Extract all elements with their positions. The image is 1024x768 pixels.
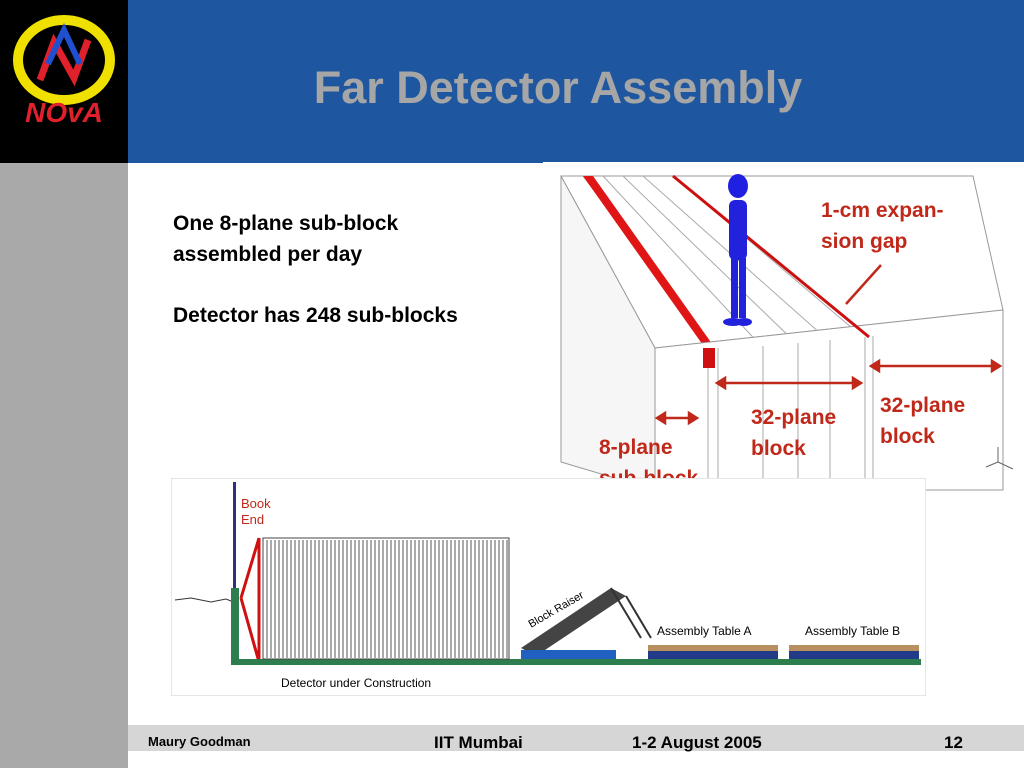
footer-venue: IIT Mumbai	[434, 733, 523, 752]
book-end-label-1: Book	[241, 496, 271, 511]
bullet-item: Detector has 248 sub-blocks	[173, 304, 458, 327]
mid-block-label: 32-plane block	[751, 402, 836, 464]
table-b-label: Assembly Table B	[805, 624, 900, 638]
table-a-label: Assembly Table A	[657, 624, 752, 638]
gap-label-line: sion gap	[821, 230, 908, 253]
logo-v-icon	[45, 22, 83, 66]
gap-label-line: 1-cm expan-	[821, 199, 944, 222]
book-end-frame	[239, 537, 261, 663]
label-line: 32-plane	[880, 394, 966, 417]
page-number: 12	[944, 733, 963, 752]
footer-bar	[128, 725, 1024, 751]
detector-figure	[543, 162, 1024, 497]
slide-title: Far Detector Assembly	[313, 62, 803, 113]
label-line: block	[880, 425, 935, 448]
construction-caption: Detector under Construction	[281, 676, 431, 690]
nova-logo: NOvA	[0, 0, 128, 163]
assembly-table-b: Assembly Table B	[789, 624, 919, 659]
person-icon	[723, 174, 752, 326]
expansion-gap-line	[672, 174, 870, 339]
bullet-item: One 8-plane sub-block assembled per day	[173, 212, 399, 266]
logo-ring-icon	[13, 15, 115, 105]
right-block-label: 32-plane block	[880, 390, 965, 452]
label-line: 8-plane	[599, 436, 673, 459]
assembly-table-a: Assembly Table A	[648, 624, 778, 659]
label-line: 32-plane	[751, 406, 837, 429]
left-sidebar	[0, 163, 128, 768]
bullet-list: One 8-plane sub-block assembled per day …	[173, 208, 473, 361]
header-band	[128, 0, 1024, 163]
gap-label: 1-cm expan- sion gap	[821, 195, 944, 257]
label-line: block	[751, 437, 806, 460]
footer-author: Maury Goodman	[148, 734, 251, 749]
logo-wordmark: NOvA	[25, 97, 103, 128]
axis-triad-icon	[985, 447, 1014, 470]
sub-block-highlight	[583, 176, 715, 348]
construction-figure: Book End Block Raiser Assembly Table	[170, 477, 927, 701]
detector-block	[262, 537, 510, 660]
book-end-label-2: End	[241, 512, 264, 527]
footer-date: 1-2 August 2005	[632, 733, 762, 752]
rail-track	[231, 659, 921, 665]
